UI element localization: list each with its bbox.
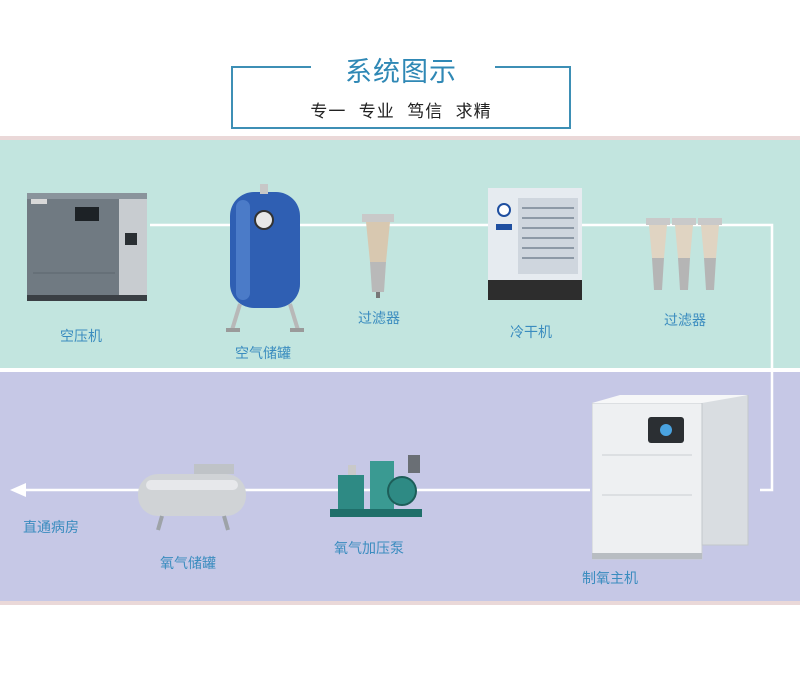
filter-group-image bbox=[646, 218, 722, 290]
oxygen-generator-label: 制氧主机 bbox=[582, 571, 638, 587]
filter-group-label: 过滤器 bbox=[664, 313, 706, 329]
page-title: 系统图示 bbox=[345, 57, 457, 88]
air-compressor-label: 空压机 bbox=[60, 329, 102, 345]
filter-1-label: 过滤器 bbox=[358, 311, 400, 327]
flow-arrow-head bbox=[10, 483, 26, 497]
refrigerated-dryer-label: 冷干机 bbox=[510, 325, 552, 341]
oxygen-booster-pump-image bbox=[330, 455, 422, 517]
destination-ward-label: 直通病房 bbox=[23, 520, 79, 536]
oxygen-booster-pump-label: 氧气加压泵 bbox=[334, 541, 404, 557]
oxygen-generator-image bbox=[592, 395, 749, 560]
oxygen-storage-tank-image bbox=[138, 464, 246, 531]
air-receiver-tank-label: 空气储罐 bbox=[235, 346, 291, 362]
air-receiver-tank-image bbox=[226, 184, 304, 332]
air-compressor-image bbox=[27, 193, 147, 301]
refrigerated-dryer-image bbox=[488, 188, 582, 300]
page-subtitle: 专一 专业 笃信 求精 bbox=[310, 102, 492, 122]
oxygen-storage-tank-label: 氧气储罐 bbox=[160, 556, 216, 572]
filter-1-image bbox=[362, 214, 394, 298]
title-frame bbox=[231, 66, 571, 129]
